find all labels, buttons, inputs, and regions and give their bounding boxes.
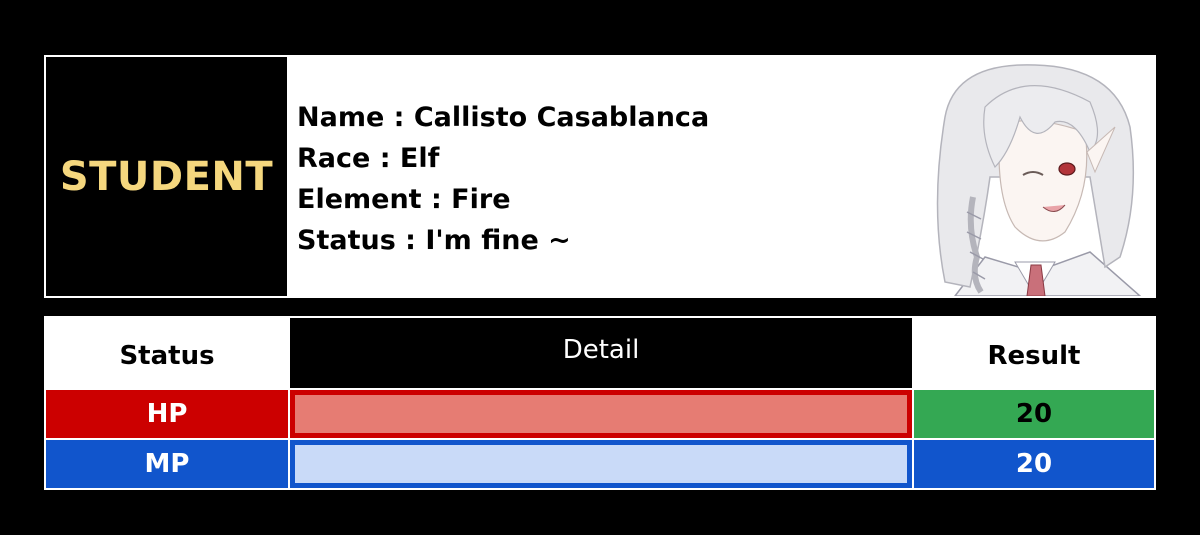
info-element: Element : Fire [297,184,511,215]
hp-result: 20 [914,390,1154,438]
hp-bar-fill [295,395,907,433]
portrait-illustration [915,57,1154,296]
mp-result: 20 [914,440,1154,488]
student-badge-label: STUDENT [59,153,274,200]
hp-bar-track [290,390,912,438]
character-info: Name : Callisto Casablanca Race : Elf El… [289,57,913,296]
info-status: Status : I'm fine ~ [297,225,571,256]
info-race: Race : Elf [297,143,440,174]
info-name: Name : Callisto Casablanca [297,102,710,133]
header-result: Result [914,318,1154,388]
character-portrait [913,57,1154,296]
hp-label: HP [46,390,288,438]
stats-table: Status Detail Result HP 20 MP 20 [44,316,1156,490]
student-badge: STUDENT [46,57,289,296]
mp-bar-track [290,440,912,488]
header-detail: Detail [290,318,912,388]
mp-bar-fill [295,445,907,483]
header-status: Status [46,318,288,388]
mp-label: MP [46,440,288,488]
character-card: STUDENT Name : Callisto Casablanca Race … [44,55,1156,298]
